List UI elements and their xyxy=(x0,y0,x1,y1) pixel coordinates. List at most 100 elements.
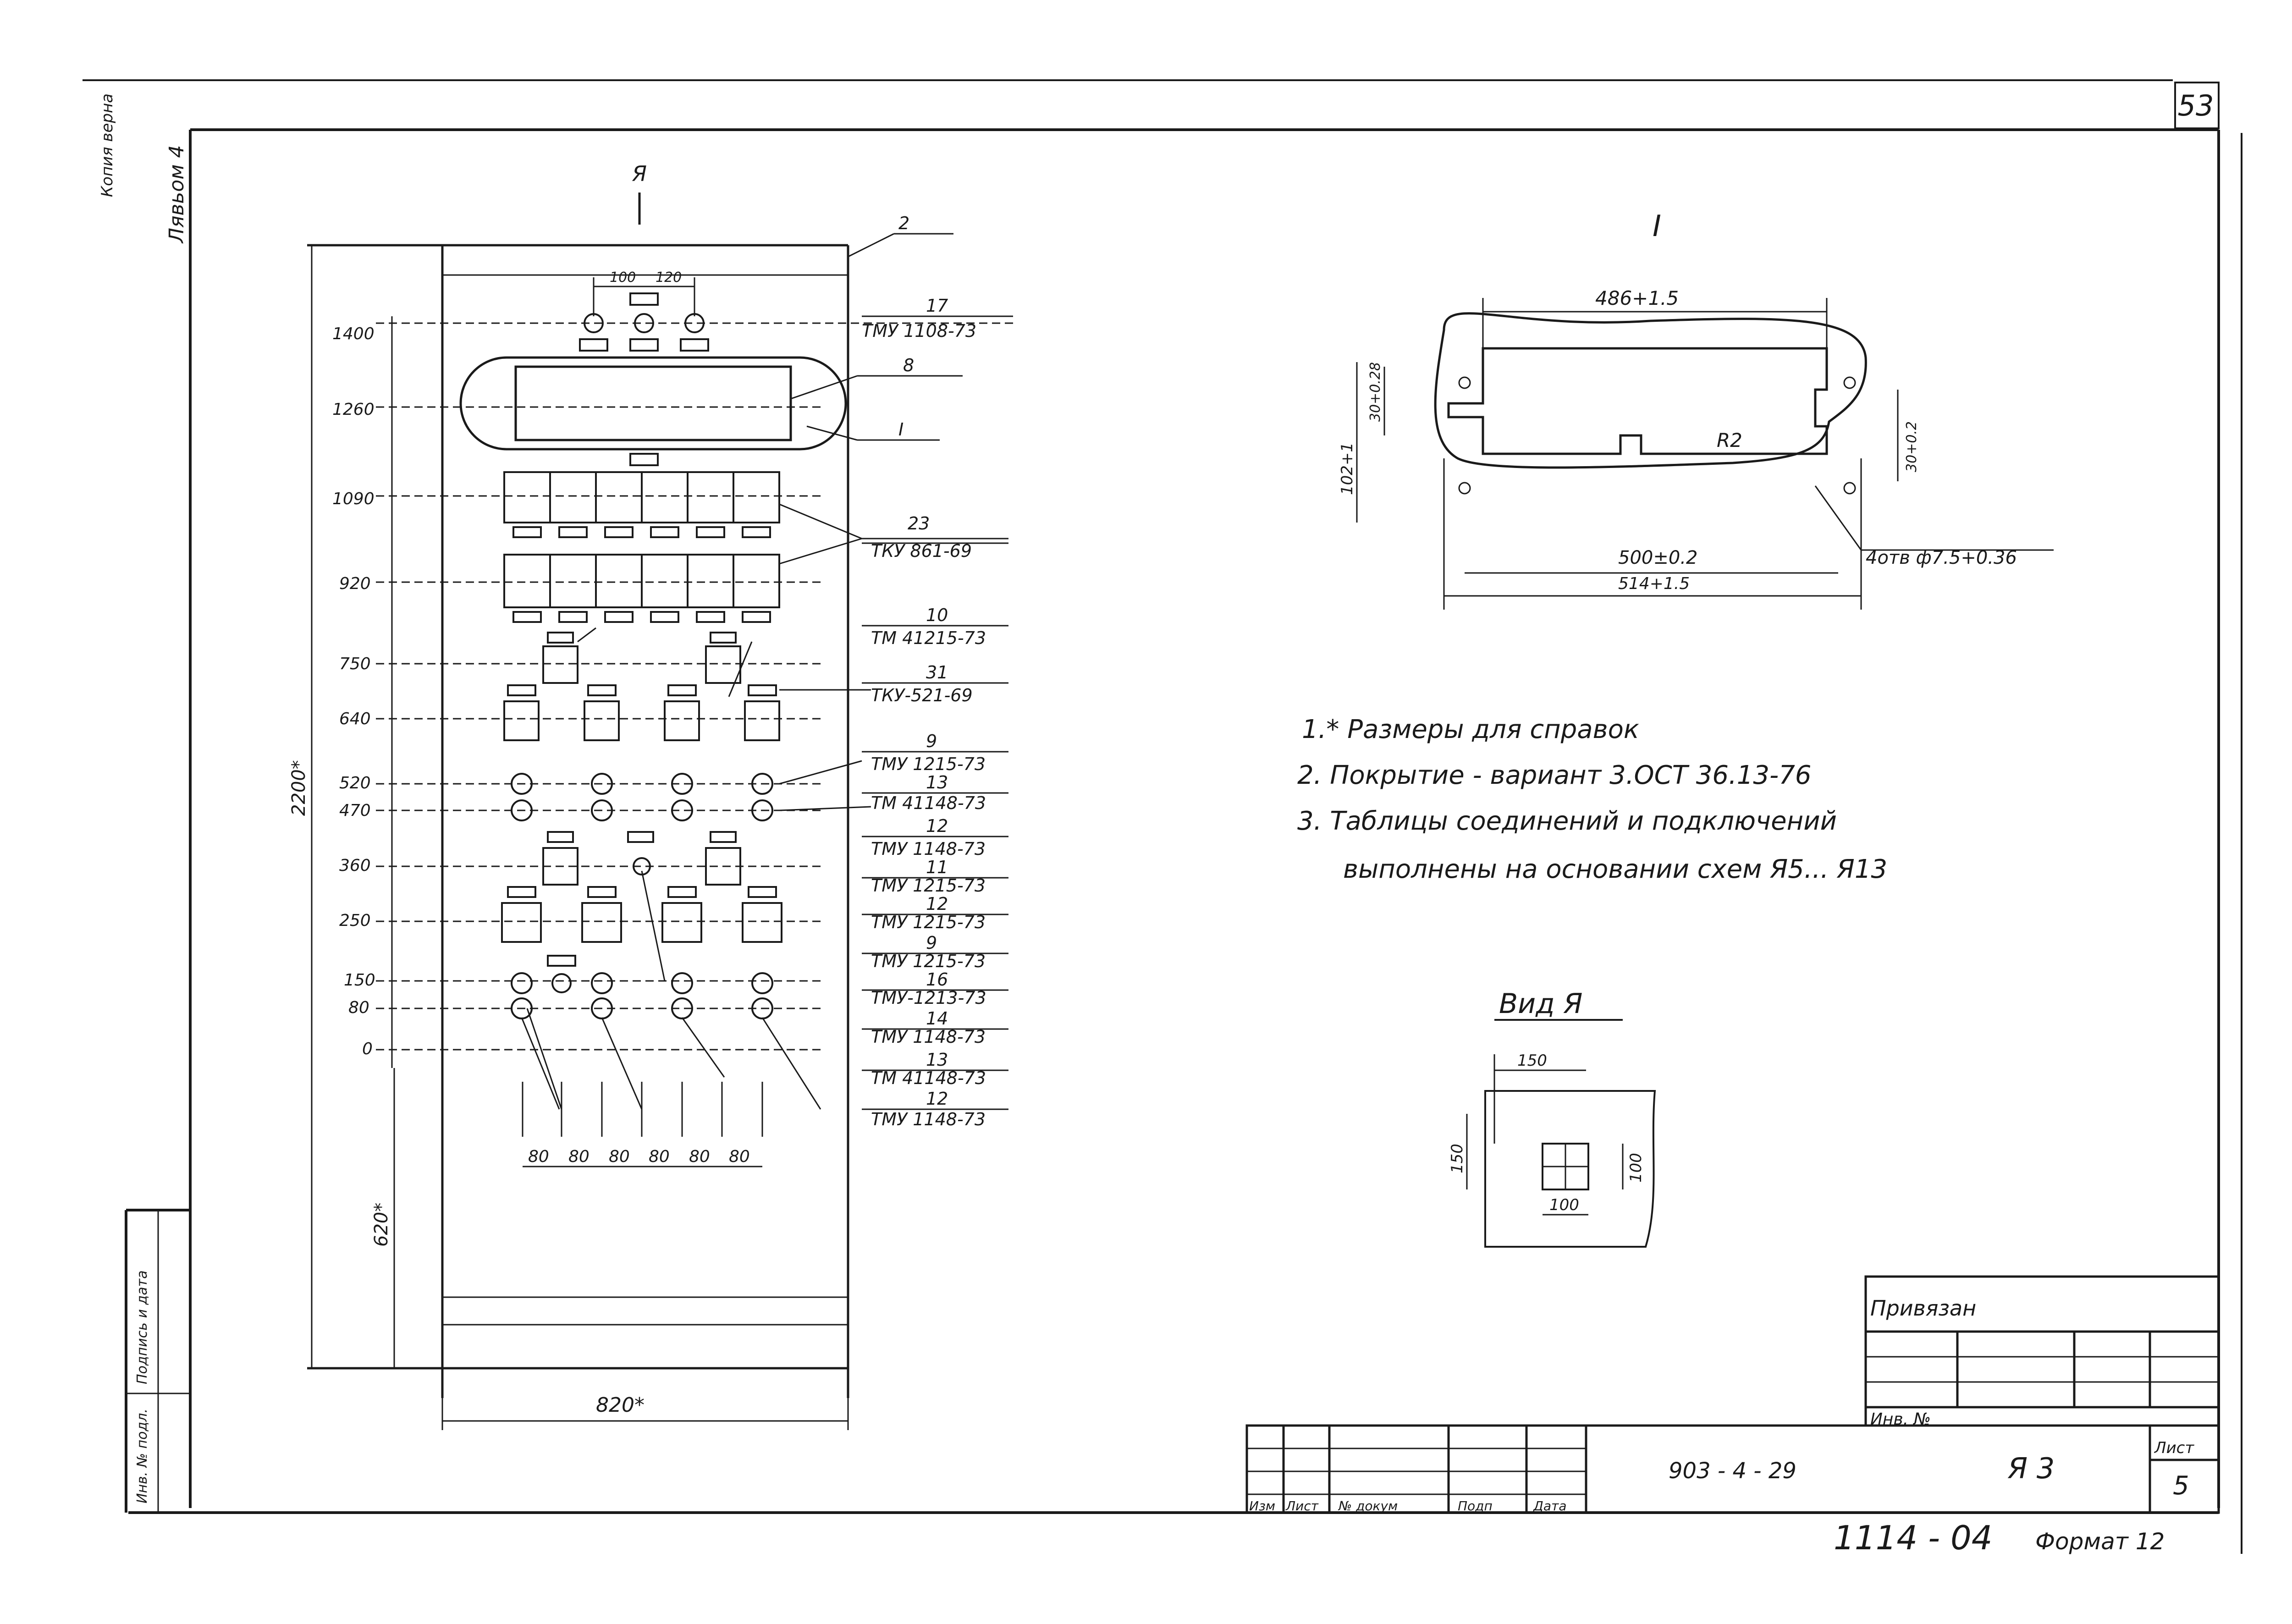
elevation-mark: 150 xyxy=(344,971,375,990)
note-line: 2. Покрытие - вариант 3.ОСТ 36.13-76 xyxy=(1297,760,1811,790)
margin-notes: Копия верна Лявьом 4 Инв. № подл. Подпис… xyxy=(98,94,188,1503)
sheet-code: Я 3 xyxy=(2007,1452,2055,1485)
inv-no-label: Инв. № xyxy=(1870,1410,1931,1429)
page-number-box: 53 xyxy=(2174,82,2220,129)
elevation-mark: 750 xyxy=(339,655,371,673)
view-arrow-label: Я xyxy=(632,161,647,186)
author-note: Лявьом 4 xyxy=(165,145,188,244)
callout-code: ТМУ 1215-73 xyxy=(871,951,986,971)
dim-top: 486+1.5 xyxy=(1595,287,1679,309)
callout-num: 14 xyxy=(926,1008,948,1029)
footer: 1114 - 04 Формат 12 xyxy=(1834,1519,2165,1557)
dim-top-pitch-2: 120 xyxy=(656,270,682,286)
callout-num: 31 xyxy=(926,662,948,683)
dim-bottom-outer: 514+1.5 xyxy=(1618,574,1690,593)
detail-title: I xyxy=(1653,209,1661,243)
col-header: Лист xyxy=(1285,1498,1319,1514)
callout-leaders xyxy=(577,233,1008,811)
callout-num: 13 xyxy=(926,772,948,793)
doc-code: 903 - 4 - 29 xyxy=(1669,1458,1796,1484)
callout-code: ТМУ 1148-73 xyxy=(871,1027,986,1047)
dim-bottom-pitch: 80 xyxy=(689,1147,710,1166)
callout-num: 12 xyxy=(926,1089,948,1109)
elevation-mark: 1090 xyxy=(332,490,375,508)
dim-overall-height: 2200* xyxy=(288,760,309,816)
callout-code: ТМУ-1213-73 xyxy=(871,988,986,1008)
bottom-leaders xyxy=(521,870,821,1167)
callout-code: ТКУ 861-69 xyxy=(871,541,972,561)
note-line: 1.* Размеры для справок xyxy=(1302,715,1639,744)
lamp-rows-150-80 xyxy=(511,955,773,1019)
elevation-mark: 250 xyxy=(339,911,371,930)
title-block: Привязан Инв. № 903 - 4 - 29 Я 3 Лист 5 … xyxy=(1245,1275,2220,1514)
meter-row-920 xyxy=(503,554,780,623)
callout-num: 13 xyxy=(926,1050,948,1070)
meter-row-1090 xyxy=(503,471,780,538)
elevation-mark: 1400 xyxy=(332,325,375,343)
privyazan-label: Привязан xyxy=(1870,1296,1976,1321)
callout-num: 12 xyxy=(926,816,948,836)
elevation-mark: 0 xyxy=(362,1040,373,1058)
callout-num: 9 xyxy=(926,933,937,953)
switch-row-250 xyxy=(501,886,782,943)
callout-num: 16 xyxy=(926,969,948,990)
callout-code: ТМУ 1108-73 xyxy=(862,321,976,341)
dim-bottom-pitch: 80 xyxy=(649,1147,670,1166)
callout-code: ТМ 41148-73 xyxy=(871,793,986,813)
dim-bottom-pitch: 80 xyxy=(568,1147,590,1166)
dim-bottom-height: 620* xyxy=(371,1203,392,1247)
dim-left-inner: 30+0.28 xyxy=(1367,362,1383,422)
top-lamps xyxy=(579,277,709,352)
dim-top: 150 xyxy=(1517,1051,1547,1070)
elevation-mark: 470 xyxy=(339,801,371,820)
bottom-pitch-dims: 80 80 80 80 80 80 xyxy=(528,1147,750,1166)
callout-num: 12 xyxy=(926,894,948,914)
callout-code: ТМУ 1215-73 xyxy=(871,875,986,896)
indicator-window xyxy=(459,356,847,466)
page-number: 53 xyxy=(2178,89,2214,122)
col-header: Подп xyxy=(1458,1498,1493,1514)
elevation-mark: 80 xyxy=(348,998,369,1017)
callout-num: I xyxy=(898,419,904,440)
callout-num: 11 xyxy=(926,857,948,877)
callout-code: ТМУ 1215-73 xyxy=(871,912,986,932)
switch-row-360 xyxy=(542,831,741,886)
callout-num: 23 xyxy=(908,513,930,534)
elevation-mark: 920 xyxy=(339,574,371,593)
switch-row-750 xyxy=(542,632,741,684)
holes-label: 4отв ф7.5+0.36 xyxy=(1866,547,2017,568)
notes: 1.* Размеры для справок 2. Покрытие - ва… xyxy=(1297,715,1887,884)
sheet-frame xyxy=(83,79,2242,1554)
callout-code: ТМ 41148-73 xyxy=(871,1068,986,1088)
dim-bottom: 100 xyxy=(1549,1196,1579,1214)
view-arrow: Я xyxy=(632,161,647,225)
dim-right: 30+0.2 xyxy=(1904,421,1920,472)
list-label: Лист xyxy=(2154,1439,2194,1457)
view-A: Вид Я 150 150 100 100 xyxy=(1448,988,1656,1248)
copy-note: Копия верна xyxy=(98,94,116,197)
dim-left-outer: 102+1 xyxy=(1338,442,1356,495)
callout-code: ТМ 41215-73 xyxy=(871,628,986,648)
lamp-rows-520-470 xyxy=(511,773,773,821)
callout-num: 10 xyxy=(926,605,948,625)
callout-code: ТМУ 1148-73 xyxy=(871,839,986,859)
elevation-mark: 1260 xyxy=(332,400,375,419)
col-header: Дата xyxy=(1532,1498,1567,1514)
dim-top-pitch-1: 100 xyxy=(610,270,636,286)
elevation-mark: 520 xyxy=(339,774,371,793)
dim-left: 150 xyxy=(1448,1144,1466,1173)
callout-num: 9 xyxy=(926,731,937,751)
callout-num: 17 xyxy=(926,296,948,316)
radius-label: R2 xyxy=(1717,429,1742,451)
elevation-mark: 360 xyxy=(339,856,371,875)
cabinet-view: Я 2200* 620* 820* xyxy=(288,161,1013,1430)
col-header: Изм xyxy=(1249,1498,1275,1514)
dim-bottom-pitch: 80 xyxy=(729,1147,750,1166)
dim-right: 100 xyxy=(1627,1153,1645,1183)
view-title: Вид Я xyxy=(1499,988,1582,1020)
dim-overall-width: 820* xyxy=(596,1393,645,1417)
format-label: Формат 12 xyxy=(2035,1528,2165,1555)
elevation-marks: 1400 1260 1090 920 750 640 520 470 360 2… xyxy=(332,325,375,1058)
list-number: 5 xyxy=(2173,1471,2189,1501)
